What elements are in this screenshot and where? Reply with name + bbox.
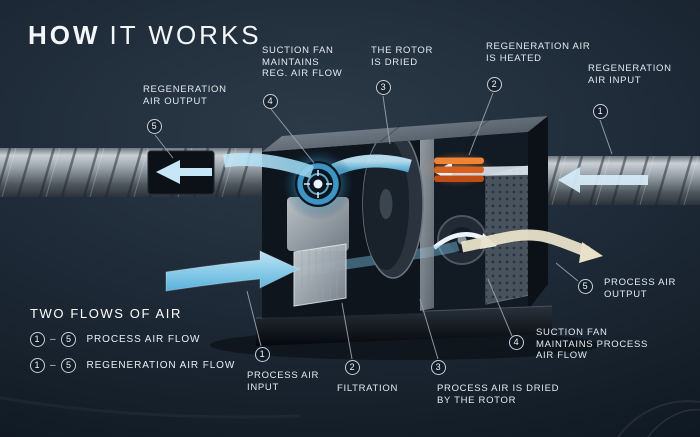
regeneration-output-arrow	[156, 160, 212, 184]
callout-regeneration-air-input: REGENERATION AIR INPUT 1	[588, 63, 672, 119]
callout-label: PROCESS AIR IS DRIED BY THE ROTOR	[437, 383, 559, 406]
label-line: MAINTAINS	[262, 56, 320, 68]
cabinet-base	[256, 306, 552, 346]
legend-row-regeneration-flow: 1 – 5 REGENERATION AIR FLOW	[30, 358, 235, 373]
step-badge: 1	[255, 347, 270, 362]
callout-label: PROCESS AIR OUTPUT	[604, 277, 676, 300]
step-badge: 2	[345, 360, 360, 375]
callout-label: SUCTION FAN MAINTAINS PROCESS AIR FLOW	[536, 327, 648, 362]
machine-cabinet	[255, 116, 553, 346]
callout-label: THE ROTOR IS DRIED	[371, 45, 433, 68]
process-air-output-arrow	[460, 229, 603, 263]
legend-label: PROCESS AIR FLOW	[86, 334, 201, 345]
callout-label: FILTRATION	[337, 383, 398, 395]
step-badge: 1	[593, 104, 608, 119]
callout-regeneration-air-output: REGENERATION AIR OUTPUT 5	[143, 84, 227, 134]
process-filter	[293, 243, 347, 307]
regeneration-heater	[422, 151, 528, 187]
right-spiral-duct	[544, 155, 700, 206]
label-line: IS DRIED	[371, 56, 418, 68]
label-line: PROCESS AIR	[604, 277, 677, 288]
step-badge: 5	[578, 279, 593, 294]
title-word-bold: HOW	[28, 20, 101, 50]
page-title: HOW IT WORKS	[28, 20, 262, 51]
label-line: REGENERATION	[143, 84, 227, 95]
range-dash: –	[50, 334, 57, 345]
step-badge: 5	[61, 332, 77, 347]
step-badge: 1	[30, 358, 45, 373]
label-line: IS HEATED	[486, 52, 542, 64]
leader-lines	[154, 92, 613, 360]
label-line: BY THE ROTOR	[437, 394, 517, 406]
label-line: OUTPUT	[604, 288, 648, 300]
callout-label: REGENERATION AIR IS HEATED	[486, 41, 590, 64]
step-badge: 4	[263, 93, 278, 109]
label-line: PROCESS AIR IS DRIED	[437, 383, 560, 394]
range-dash: –	[50, 360, 57, 371]
label-line: REGENERATION	[588, 63, 672, 74]
title-word-rest: IT WORKS	[109, 20, 262, 50]
background-decor	[0, 396, 700, 437]
callout-suction-fan-reg: SUCTION FAN MAINTAINS REG. AIR FLOW 4	[262, 45, 342, 109]
legend: TWO FLOWS OF AIR 1 – 5 PROCESS AIR FLOW …	[30, 306, 235, 373]
step-badge: 5	[147, 119, 162, 134]
step-badge: 4	[509, 335, 524, 350]
callout-label: PROCESS AIR INPUT	[247, 370, 319, 393]
callout-label: REGENERATION AIR OUTPUT	[143, 84, 227, 107]
step-badge: 3	[431, 360, 446, 375]
label-line: AIR OUTPUT	[143, 95, 208, 107]
label-line: AIR FLOW	[536, 350, 588, 361]
legend-heading: TWO FLOWS OF AIR	[30, 306, 182, 321]
callout-process-air-dried: 3 PROCESS AIR IS DRIED BY THE ROTOR	[431, 360, 559, 406]
step-badge: 2	[487, 77, 502, 92]
callout-process-air-input: 1 PROCESS AIR INPUT	[247, 347, 319, 393]
callout-label: SUCTION FAN MAINTAINS REG. AIR FLOW	[262, 45, 342, 80]
label-line: REG. AIR FLOW	[262, 68, 343, 79]
label-line: SUCTION FAN	[536, 327, 608, 338]
label-line: AIR INPUT	[588, 74, 642, 86]
regeneration-band-to-duct	[223, 153, 315, 179]
label-line: FILTRATION	[337, 383, 399, 394]
cabinet-interior	[262, 132, 528, 318]
regeneration-input-arrow	[558, 167, 648, 193]
step-badge: 5	[61, 358, 77, 373]
callout-regeneration-air-heated: REGENERATION AIR IS HEATED 2	[486, 41, 590, 92]
label-line: INPUT	[247, 381, 279, 393]
label-line: REGENERATION AIR	[486, 41, 591, 52]
label-line: THE ROTOR	[371, 45, 434, 56]
legend-row-process-flow: 1 – 5 PROCESS AIR FLOW	[30, 332, 235, 347]
cabinet-top-face	[262, 116, 548, 152]
suction-fan	[282, 148, 354, 220]
callout-suction-fan-process: 4 SUCTION FAN MAINTAINS PROCESS AIR FLOW	[509, 327, 648, 362]
cabinet-side-face	[528, 116, 548, 310]
label-line: SUCTION FAN	[262, 45, 334, 56]
callout-filtration: 2 FILTRATION	[337, 360, 398, 395]
label-line: PROCESS AIR	[247, 370, 320, 381]
callout-rotor-is-dried: THE ROTOR IS DRIED 3	[371, 45, 433, 95]
left-spiral-duct	[0, 147, 262, 198]
desiccant-rotor	[362, 132, 424, 279]
label-line: MAINTAINS PROCESS	[536, 338, 649, 350]
step-badge: 1	[30, 332, 45, 347]
callout-process-air-output: 5 PROCESS AIR OUTPUT	[578, 277, 676, 300]
callout-label: REGENERATION AIR INPUT	[588, 63, 672, 86]
process-air-input-arrow	[165, 250, 301, 292]
step-badge: 3	[376, 80, 391, 95]
legend-label: REGENERATION AIR FLOW	[86, 360, 236, 371]
